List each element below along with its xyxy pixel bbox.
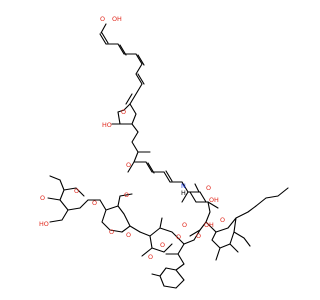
atom-label: O [92, 199, 97, 207]
atom-label: O [100, 15, 105, 23]
atom-label: HO [102, 121, 112, 129]
atom-label: HO [39, 220, 49, 228]
atom-label: N [181, 182, 186, 190]
atom-label: O [220, 216, 225, 224]
atom-label: H [181, 189, 186, 197]
atom-label: O [148, 253, 153, 261]
atom-label: O [40, 194, 45, 202]
atom-label: O [196, 232, 201, 240]
atom-label: O [124, 191, 129, 199]
atom-label: OH [209, 196, 219, 204]
atom-label: O [176, 233, 181, 241]
atom-label: O [206, 184, 211, 192]
atom-label: OH [204, 221, 214, 229]
atom-label: O [182, 221, 187, 229]
atom-label: O [126, 161, 131, 169]
atom-label: OH [112, 15, 122, 23]
bond-skeleton [47, 23, 289, 289]
structure-canvas: O OH O HO O N H O OH O OH O O O O O O O … [39, 15, 289, 289]
atom-label: O [121, 108, 126, 116]
atom-label: O [109, 228, 114, 236]
atom-label: O [160, 241, 165, 249]
molecule-structure: O OH O HO O N H O OH O OH O O O O O O O … [39, 15, 289, 289]
atom-labels: O OH O HO O N H O OH O OH O O O O O O O … [39, 15, 225, 261]
atom-label: O [126, 231, 131, 239]
atom-label: O [74, 187, 79, 195]
